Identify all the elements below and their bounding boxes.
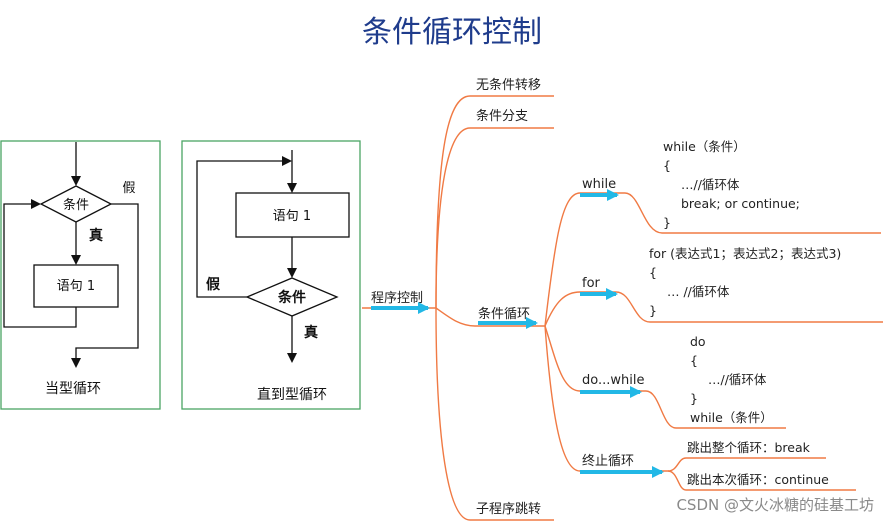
code-line: while（条件） bbox=[690, 410, 773, 425]
terminate-continue: 跳出本次循环：continue bbox=[687, 472, 829, 487]
branch-line-subroutine bbox=[435, 307, 554, 521]
code-dowhile: do { …//循环体 } while（条件） bbox=[690, 334, 773, 425]
false-loop-path bbox=[196, 156, 292, 298]
child-line-dowhile bbox=[544, 325, 646, 392]
code-line: { bbox=[690, 353, 698, 368]
mindmap-root: 程序控制 bbox=[371, 291, 423, 306]
code-line: …//循环体 bbox=[681, 177, 740, 192]
branch-line-branch bbox=[435, 127, 554, 309]
true-label: 真 bbox=[304, 324, 318, 341]
code-line: while（条件） bbox=[663, 139, 746, 154]
code-line: for (表达式1；表达式2；表达式3) bbox=[649, 246, 841, 261]
child-line-terminate bbox=[544, 325, 668, 472]
code-line: } bbox=[663, 215, 671, 230]
branch-branch: 条件分支 bbox=[476, 108, 528, 124]
child-while: while bbox=[582, 177, 616, 192]
false-label: 假 bbox=[122, 181, 135, 196]
condition-label: 条件 bbox=[277, 289, 306, 306]
leaf-line-while bbox=[624, 192, 881, 234]
leaf-line-break bbox=[667, 457, 826, 472]
mindmap-arrows bbox=[371, 189, 664, 478]
code-line: } bbox=[649, 303, 657, 318]
code-line: } bbox=[690, 391, 698, 406]
code-line: …//循环体 bbox=[708, 372, 767, 387]
child-for: for bbox=[582, 276, 601, 291]
child-dowhile: do...while bbox=[582, 373, 644, 388]
watermark: CSDN @文火冰糖的硅基工坊 bbox=[676, 496, 874, 514]
branch-unconditional: 无条件转移 bbox=[476, 77, 541, 93]
branch-line-loop bbox=[435, 307, 545, 327]
code-line: … //循环体 bbox=[667, 284, 730, 299]
flowchart-while-loop: 条件 假 真 语句 1 当型循环 bbox=[0, 140, 161, 410]
branch-loop: 条件循环 bbox=[478, 306, 530, 322]
false-path bbox=[71, 203, 139, 368]
branch-subroutine: 子程序跳转 bbox=[476, 502, 541, 517]
flowchart-until-caption: 直到型循环 bbox=[257, 386, 327, 403]
code-for: for (表达式1；表达式2；表达式3) { … //循环体 } bbox=[649, 246, 841, 318]
leaf-line-dowhile bbox=[645, 390, 786, 429]
condition-label: 条件 bbox=[63, 197, 89, 213]
flowchart-until-frame bbox=[181, 140, 361, 410]
loop-back-path bbox=[3, 199, 77, 328]
page-title: 条件循环控制 bbox=[362, 15, 542, 50]
child-terminate: 终止循环 bbox=[582, 453, 634, 469]
leaf-line-continue bbox=[667, 470, 856, 491]
code-line: break; or continue; bbox=[681, 196, 800, 211]
statement-label: 语句 1 bbox=[273, 209, 311, 224]
code-line: do bbox=[690, 334, 706, 349]
flowchart-while-caption: 当型循环 bbox=[45, 381, 101, 397]
terminate-break: 跳出整个循环：break bbox=[687, 440, 811, 455]
flowchart-until-loop: 语句 1 条件 假 真 直到型循环 bbox=[181, 140, 361, 410]
child-line-while bbox=[544, 192, 625, 327]
flowchart-while-frame bbox=[0, 140, 161, 410]
leaf-line-for bbox=[615, 291, 883, 323]
false-label: 假 bbox=[206, 276, 221, 293]
code-line: { bbox=[663, 158, 671, 173]
code-while: while（条件） { …//循环体 break; or continue; } bbox=[663, 139, 800, 230]
mindmap bbox=[362, 95, 883, 521]
true-label: 真 bbox=[89, 227, 103, 244]
code-line: { bbox=[649, 265, 657, 280]
statement-label: 语句 1 bbox=[57, 279, 95, 294]
child-line-for bbox=[544, 291, 616, 327]
